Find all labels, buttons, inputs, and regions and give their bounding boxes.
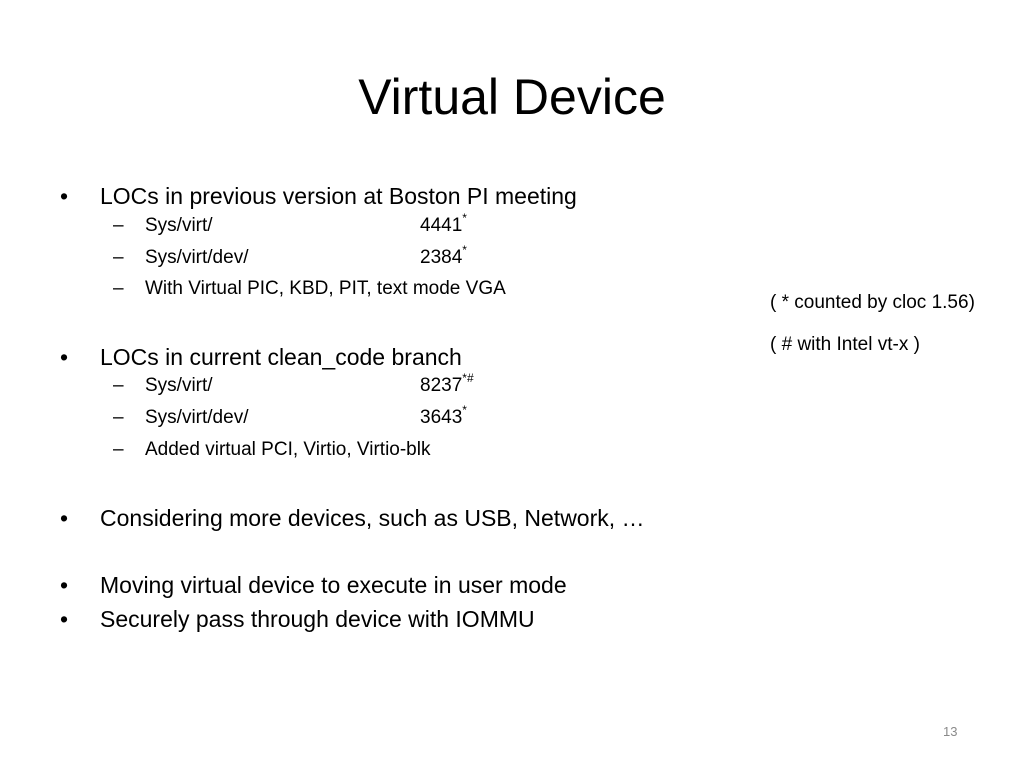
sub-item-count: 8237*# bbox=[420, 370, 474, 396]
bullet-dot-icon: • bbox=[60, 606, 69, 632]
sub-item-path: Sys/virt/dev/ bbox=[145, 247, 249, 268]
sub-item-path: Sys/virt/ bbox=[145, 215, 213, 236]
bullet-dot-icon: • bbox=[60, 505, 69, 531]
sub-item-path: Sys/virt/dev/ bbox=[145, 407, 249, 428]
dash-icon: – bbox=[113, 278, 124, 299]
bullet-dot-icon: • bbox=[60, 183, 69, 209]
sub-item-count: 2384* bbox=[420, 242, 467, 268]
dash-icon: – bbox=[113, 215, 124, 236]
dash-icon: – bbox=[113, 407, 124, 428]
slide-title: Virtual Device bbox=[358, 69, 666, 125]
bullet-dot-icon: • bbox=[60, 344, 69, 370]
bullet-text: Considering more devices, such as USB, N… bbox=[100, 505, 645, 531]
bullet-text: Moving virtual device to execute in user… bbox=[100, 572, 567, 598]
sub-item-text: Added virtual PCI, Virtio, Virtio-blk bbox=[145, 439, 431, 460]
sub-item-count: 3643* bbox=[420, 402, 467, 428]
dash-icon: – bbox=[113, 439, 124, 460]
footnote-vtx: ( # with Intel vt-x ) bbox=[770, 334, 920, 355]
footnote-mark: * bbox=[462, 402, 467, 417]
bullet-dot-icon: • bbox=[60, 572, 69, 598]
footnote-mark: * bbox=[462, 210, 467, 225]
dash-icon: – bbox=[113, 247, 124, 268]
footnote-cloc: ( * counted by cloc 1.56) bbox=[770, 292, 975, 313]
footnote-mark: *# bbox=[462, 370, 474, 385]
page-number: 13 bbox=[943, 724, 958, 739]
footnote-mark: * bbox=[462, 242, 467, 257]
sub-item-count: 4441* bbox=[420, 210, 467, 236]
bullet-text: LOCs in previous version at Boston PI me… bbox=[100, 183, 577, 209]
bullet-text: Securely pass through device with IOMMU bbox=[100, 606, 535, 632]
sub-item-path: Sys/virt/ bbox=[145, 375, 213, 396]
sub-item-text: With Virtual PIC, KBD, PIT, text mode VG… bbox=[145, 278, 506, 299]
dash-icon: – bbox=[113, 375, 124, 396]
bullet-text: LOCs in current clean_code branch bbox=[100, 344, 462, 370]
